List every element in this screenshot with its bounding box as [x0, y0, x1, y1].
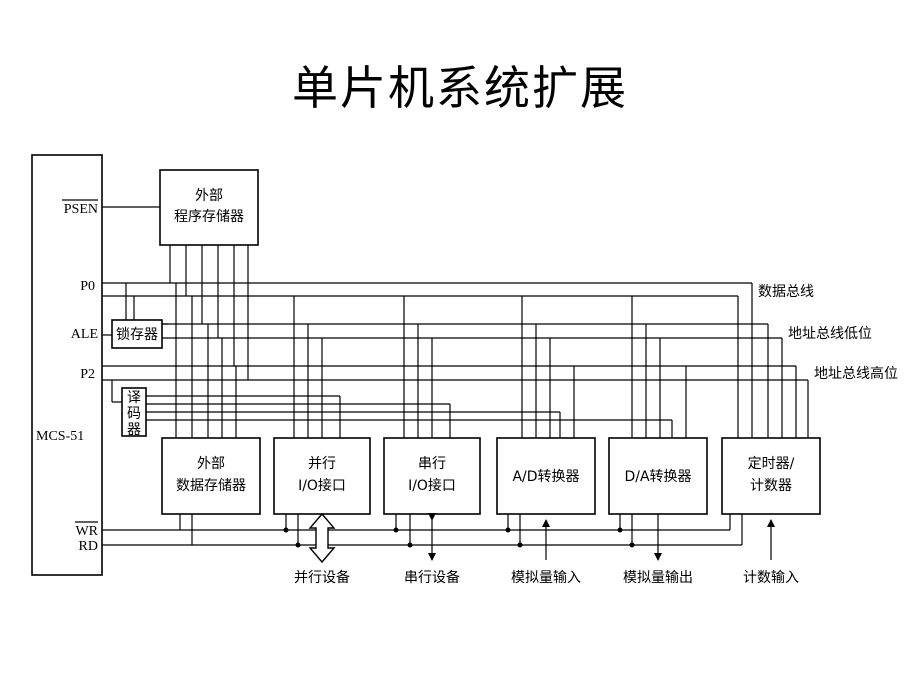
mcs51-block [31, 154, 103, 576]
program-memory-label-2: 程序存储器 [174, 209, 244, 225]
pin-rd: RD [79, 539, 98, 554]
parallel-device-double-arrow [308, 512, 336, 564]
addr-low-bus [142, 323, 783, 438]
adc-block [496, 437, 596, 515]
decoder-label-1: 译 [127, 390, 141, 406]
timer-counter-label-1: 定时器/ [748, 456, 795, 472]
latch-block [111, 319, 163, 349]
count-input-label: 计数输入 [743, 570, 799, 586]
dac-block [608, 437, 708, 515]
data-bus [102, 282, 753, 438]
pin-p2: P2 [80, 367, 95, 382]
addr-high-bus-label: 地址总线高位 [814, 365, 898, 382]
serial-io-block [383, 437, 481, 515]
parallel-device-label: 并行设备 [294, 569, 350, 586]
decoder-label-2: 码 [127, 406, 141, 422]
pin-p0: P0 [80, 279, 95, 294]
decoder-wiring [111, 380, 672, 421]
serial-device-label: 串行设备 [404, 569, 460, 586]
pin-psen: PSEN [64, 202, 98, 217]
junction-dots [283, 527, 635, 548]
page-title: 单片机系统扩展 [292, 61, 628, 115]
decoder-label-3: 器 [127, 422, 141, 438]
serial-io-label-1: 串行 [418, 456, 446, 472]
addr-low-bus-label: 地址总线低位 [788, 326, 872, 342]
analog-input-label: 模拟量输入 [511, 570, 581, 586]
decoder-block [121, 387, 147, 437]
data-memory-block [161, 437, 261, 515]
data-memory-label-2: 数据存储器 [176, 478, 246, 494]
timer-counter-label-2: 计数器 [750, 478, 792, 494]
parallel-io-label-2: I/O接口 [298, 477, 346, 494]
pin-wr: WR [75, 524, 98, 539]
parallel-io-block [273, 437, 371, 515]
data-memory-label-1: 外部 [197, 456, 225, 472]
timer-counter-block [721, 437, 821, 515]
wr-line [102, 514, 731, 531]
serial-io-label-2: I/O接口 [408, 477, 456, 494]
parallel-io-label-1: 并行 [308, 456, 336, 472]
mcu-name: MCS-51 [36, 429, 84, 444]
data-bus-label: 数据总线 [758, 284, 814, 300]
pin-ale: ALE [71, 327, 98, 342]
peripheral-bus-drops [175, 283, 687, 438]
program-memory-block [159, 169, 259, 246]
dac-label: D/A转换器 [624, 468, 691, 485]
program-memory-label-1: 外部 [195, 188, 223, 204]
program-memory-bus-lines [169, 245, 249, 380]
latch-label: 锁存器 [116, 327, 158, 343]
addr-high-bus [102, 365, 809, 438]
rd-line [102, 514, 743, 546]
analog-output-label: 模拟量输出 [623, 570, 693, 586]
adc-label: A/D转换器 [512, 468, 579, 485]
